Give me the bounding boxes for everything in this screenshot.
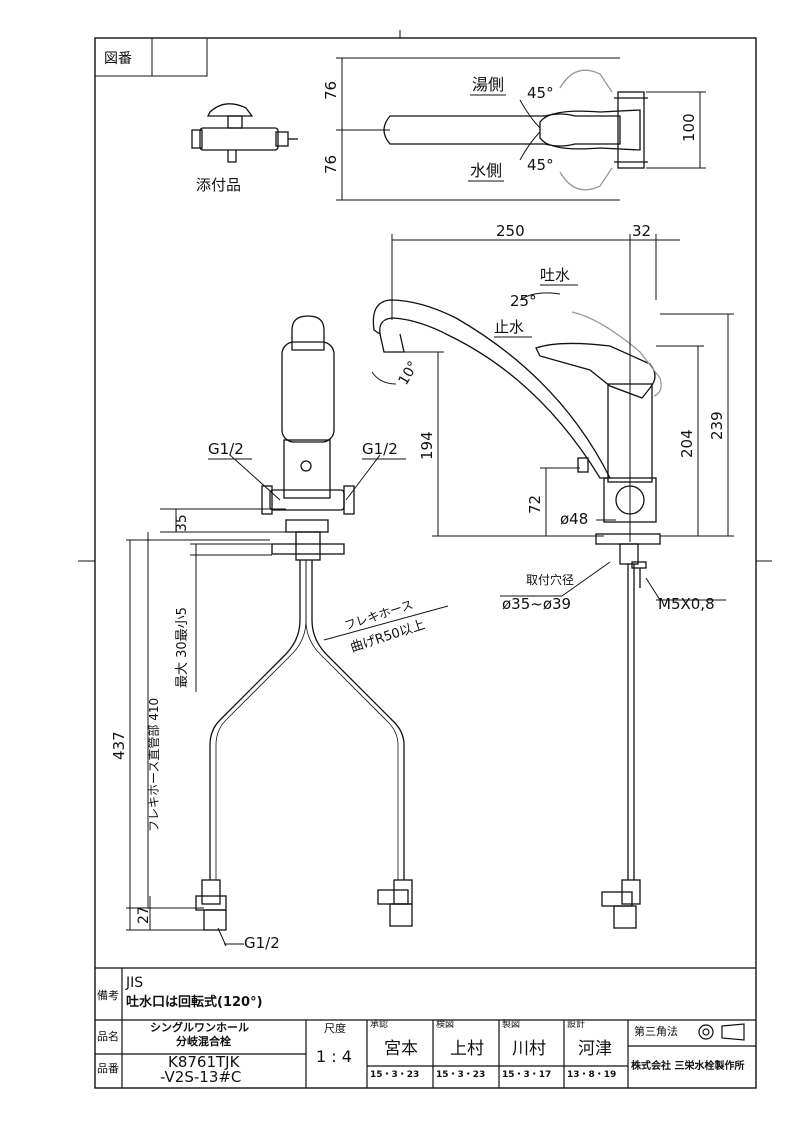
- hose-straight-length: フレキホース直管部 410: [146, 698, 161, 832]
- spout-angle: 10°: [396, 358, 422, 388]
- mount-hole-title: 取付穴径: [526, 572, 574, 587]
- sheet-frame: [94, 37, 757, 1089]
- approve-date: 15・3・23: [370, 1070, 420, 1080]
- product-code-line1: K8761TJK: [168, 1053, 240, 1071]
- top-dim-right: 100: [680, 113, 698, 142]
- approve-label: 承認: [370, 1020, 389, 1030]
- side-dim-reach: 250: [496, 222, 525, 240]
- front-view: [195, 315, 413, 931]
- check-name: 上村: [450, 1039, 484, 1059]
- design-date: 13・8・19: [567, 1070, 617, 1080]
- front-dim-total: 437: [110, 731, 128, 760]
- lever-angle: 25°: [510, 292, 537, 310]
- product-name-line2: 分岐混合栓: [176, 1035, 231, 1048]
- title-block-grid: [95, 967, 756, 1088]
- design-name: 河津: [578, 1039, 612, 1059]
- notes-label: 備考: [97, 989, 119, 1002]
- cold-side-label: 水側: [470, 161, 502, 180]
- product-code-label: 品番: [97, 1062, 119, 1075]
- top-dim-lower: 76: [322, 155, 340, 174]
- draw-label: 製図: [502, 1020, 521, 1030]
- side-dim-offset: 32: [632, 222, 651, 240]
- notes-rotation: 吐水口は回転式(120°): [126, 995, 263, 1010]
- projection-symbol: [698, 1023, 745, 1041]
- mount-hole-value: ø35~ø39: [502, 595, 571, 613]
- top-view: [383, 69, 648, 191]
- spout-close-label: 止水: [494, 318, 524, 336]
- approve-name: 宮本: [384, 1039, 418, 1059]
- spout-open-label: 吐水: [540, 266, 570, 284]
- product-name-line1: シングルワンホール: [150, 1021, 249, 1034]
- accessory-valve: [191, 103, 298, 163]
- side-dim-outlet: 72: [526, 495, 544, 514]
- inlet-left-label: G1/2: [208, 440, 244, 458]
- hose-end-thread: G1/2: [244, 934, 280, 952]
- scale-label: 尺度: [324, 1022, 346, 1035]
- inlet-right-label: G1/2: [362, 440, 398, 458]
- side-dim-total-height: 239: [708, 411, 726, 440]
- cold-angle: 45°: [527, 156, 554, 174]
- product-code-line2: -V2S-13#C: [160, 1068, 242, 1086]
- check-label: 検図: [436, 1020, 455, 1030]
- stud-thread: M5X0,8: [658, 595, 715, 613]
- notes-jis: JIS: [126, 975, 144, 991]
- draw-date: 15・3・17: [502, 1070, 552, 1080]
- draw-name: 川村: [512, 1039, 546, 1059]
- corner-box-label: 図番: [104, 51, 132, 67]
- side-view: [372, 299, 662, 929]
- projection-label: 第三角法: [634, 1025, 678, 1038]
- design-label: 設計: [567, 1020, 586, 1030]
- check-date: 15・3・23: [436, 1070, 486, 1080]
- side-dim-spout-height: 194: [418, 431, 436, 460]
- hot-angle: 45°: [527, 84, 554, 102]
- front-dim-35: 35: [174, 514, 190, 532]
- front-dim-bottom: 27: [136, 906, 152, 924]
- body-diameter: ø48: [560, 510, 588, 528]
- product-name-label: 品名: [97, 1030, 119, 1043]
- company-name: 株式会社 三栄水栓製作所: [631, 1061, 745, 1072]
- corner-box: [94, 37, 208, 77]
- hot-side-label: 湯側: [472, 75, 504, 94]
- scale-value: 1 : 4: [316, 1047, 352, 1066]
- top-dim-upper: 76: [322, 81, 340, 100]
- deck-thickness-label: 最大 30最小5: [175, 607, 190, 688]
- accessory-label: 添付品: [196, 176, 241, 194]
- side-dim-lever-height: 204: [678, 429, 696, 458]
